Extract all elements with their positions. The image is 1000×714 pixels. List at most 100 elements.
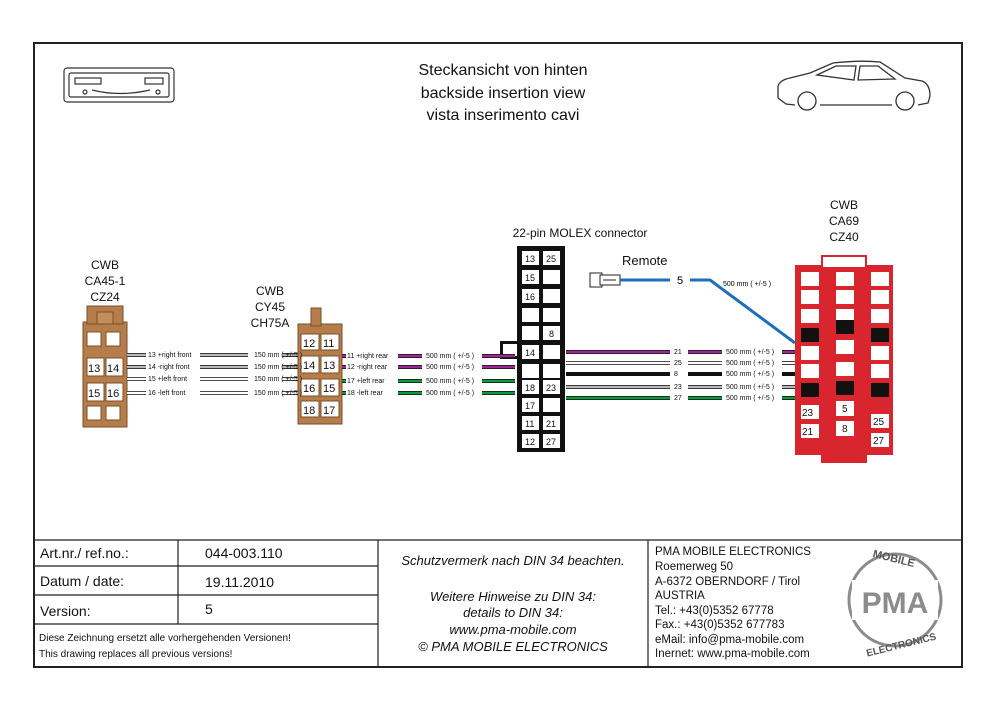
radio-icon [63, 67, 175, 103]
remote-wire-seg2 [690, 278, 796, 345]
connector-c-pin-25: 25 [873, 417, 885, 428]
connector-c-pin-27: 27 [873, 436, 885, 447]
molex-pin-15: 15 [525, 273, 535, 283]
wire-ab-length-2: 150 mm ( +/-5 ) [254, 376, 302, 383]
company-name: PMA MOBILE ELECTRONICS [655, 546, 811, 558]
drawing-frame [33, 42, 963, 668]
company-city: A-6372 OBERNDORF / Tirol [655, 576, 801, 588]
pin-label-b-12: 12 [303, 338, 315, 350]
company-internet: Inernet: www.pma-mobile.com [655, 648, 810, 660]
wire-bm-length-3: 500 mm ( +/-5 ) [426, 390, 474, 397]
connector-c [795, 255, 893, 463]
replace-note-en: This drawing replaces all previous versi… [39, 649, 233, 660]
pin-label-b-16: 16 [303, 383, 315, 395]
din-website: www.pma-mobile.com [449, 622, 577, 637]
title-en: backside insertion view [420, 85, 586, 102]
connector-c-pin-labels: 23 5 25 21 8 27 [802, 404, 885, 447]
wire-mc-pin-1: 25 [674, 360, 682, 367]
art-value: 044-003.110 [205, 545, 283, 561]
wire-ab-label-0: 13 +right front [148, 352, 191, 359]
wire-mc-pin-3: 23 [674, 384, 682, 391]
molex-pin-16: 16 [525, 292, 535, 302]
pin-label-a-16: 16 [107, 388, 119, 400]
wire-mc-pin-0: 21 [674, 349, 682, 356]
svg-text:ELECTRONICS: ELECTRONICS [865, 631, 938, 659]
connector-c-pin-23: 23 [802, 408, 814, 419]
molex-pin-18: 18 [525, 383, 535, 393]
wire-mc-pin-2: 8 [674, 371, 678, 378]
pin-label-b-17: 17 [323, 405, 335, 417]
connector-a-code-2: CZ24 [90, 290, 120, 304]
wire-mc-length-1: 500 mm ( +/-5 ) [726, 360, 774, 367]
connector-c-pin-5: 5 [842, 404, 848, 415]
date-value: 19.11.2010 [205, 574, 275, 590]
wire-layer: 13 +right front 150 mm ( +/-5 ) 14 -right … [127, 278, 796, 402]
connector-a [82, 305, 128, 428]
molex-pin-13: 13 [525, 254, 535, 264]
art-label: Art.nr./ ref.no.: [40, 545, 129, 561]
wire-ab-label-1: 14 -right front [148, 364, 190, 371]
wire-bm-label-0: 11 +right rear [347, 353, 389, 360]
molex-pin-labels: 13 25 15 16 8 14 18 23 17 11 21 12 27 [525, 254, 556, 447]
molex-pin-27: 27 [546, 437, 556, 447]
wire-ab-label-3: 16 -left front [148, 390, 185, 397]
title-block-grid [35, 539, 961, 666]
pin-label-b-11: 11 [323, 338, 334, 350]
wire-bm-length-0: 500 mm ( +/-5 ) [426, 353, 474, 360]
molex-pin-11: 11 [525, 419, 534, 429]
company-fax: Fax.: +43(0)5352 677783 [655, 619, 785, 631]
car-icon [777, 60, 931, 111]
connector-c-pin-8: 8 [842, 424, 848, 435]
title-de: Steckansicht von hinten [418, 62, 588, 79]
pin-label-a-14: 14 [107, 363, 119, 375]
connector-b-code-2: CH75A [250, 316, 290, 330]
molex-pin-8: 8 [549, 329, 554, 339]
wire-bm-length-1: 500 mm ( +/-5 ) [426, 364, 474, 371]
wire-ab-length-1: 150 mm ( +/-5 ) [254, 364, 302, 371]
wire-mc-length-2: 500 mm ( +/-5 ) [726, 371, 774, 378]
wire-mc-length-0: 500 mm ( +/-5 ) [726, 349, 774, 356]
connector-a-code-1: CA45-1 [84, 274, 126, 288]
molex-pin-21: 21 [546, 419, 556, 429]
remote-pin: 5 [677, 275, 683, 287]
pin-label-b-18: 18 [303, 405, 315, 417]
remote-plug [589, 272, 621, 288]
wire-ab-length-0: 150 mm ( +/-5 ) [254, 352, 302, 359]
wire-mc-pin-4: 27 [674, 395, 682, 402]
molex-pin-14: 14 [525, 348, 535, 358]
pma-logo: PMA MOBILE ELECTRONICS [847, 548, 943, 660]
wire-bm-label-3: 18 -left rear [347, 390, 383, 397]
pin-label-b-15: 15 [323, 383, 335, 395]
wire-ab-label-2: 15 +left front [148, 376, 187, 383]
pin-label-a-15: 15 [88, 388, 100, 400]
company-email: eMail: info@pma-mobile.com [655, 634, 805, 646]
connector-b [297, 307, 343, 425]
connector-c-pin-21: 21 [802, 427, 814, 438]
remote-label: Remote [622, 253, 668, 268]
wire-bm-length-2: 500 mm ( +/-5 ) [426, 378, 474, 385]
molex-pin-12: 12 [525, 437, 535, 447]
connector-c-code-1: CA69 [828, 214, 860, 228]
remote-length: 500 mm ( +/-5 ) [723, 281, 771, 288]
molex-pin-17: 17 [525, 401, 535, 411]
molex-pin-25: 25 [546, 254, 556, 264]
din-note: Schutzvermerk nach DIN 34 beachten. [401, 553, 625, 568]
molex-title: 22-pin MOLEX connector [512, 226, 648, 240]
wire-bm-label-2: 17 +left rear [347, 378, 385, 385]
connector-b-code-1: CY45 [254, 300, 286, 314]
title-it: vista inserimento cavi [426, 107, 580, 124]
din-more-en: details to DIN 34: [463, 605, 563, 620]
wire-bm-label-1: 12 -right rear [347, 364, 388, 371]
wire-ab-length-3: 150 mm ( +/-5 ) [254, 390, 302, 397]
svg-text:PMA: PMA [862, 587, 929, 620]
company-tel: Tel.: +43(0)5352 67778 [655, 605, 774, 617]
company-country: AUSTRIA [655, 590, 705, 602]
svg-text:MOBILE: MOBILE [872, 548, 916, 570]
connector-c-code-2: CZ40 [829, 230, 859, 244]
connector-c-brand: CWB [830, 198, 858, 212]
din-more-de: Weitere Hinweise zu DIN 34: [430, 589, 596, 604]
pin-labels: 13 14 15 16 12 11 14 13 16 15 18 17 [88, 338, 335, 417]
wire-mc-length-4: 500 mm ( +/-5 ) [726, 395, 774, 402]
pin-label-b-14: 14 [303, 360, 315, 372]
